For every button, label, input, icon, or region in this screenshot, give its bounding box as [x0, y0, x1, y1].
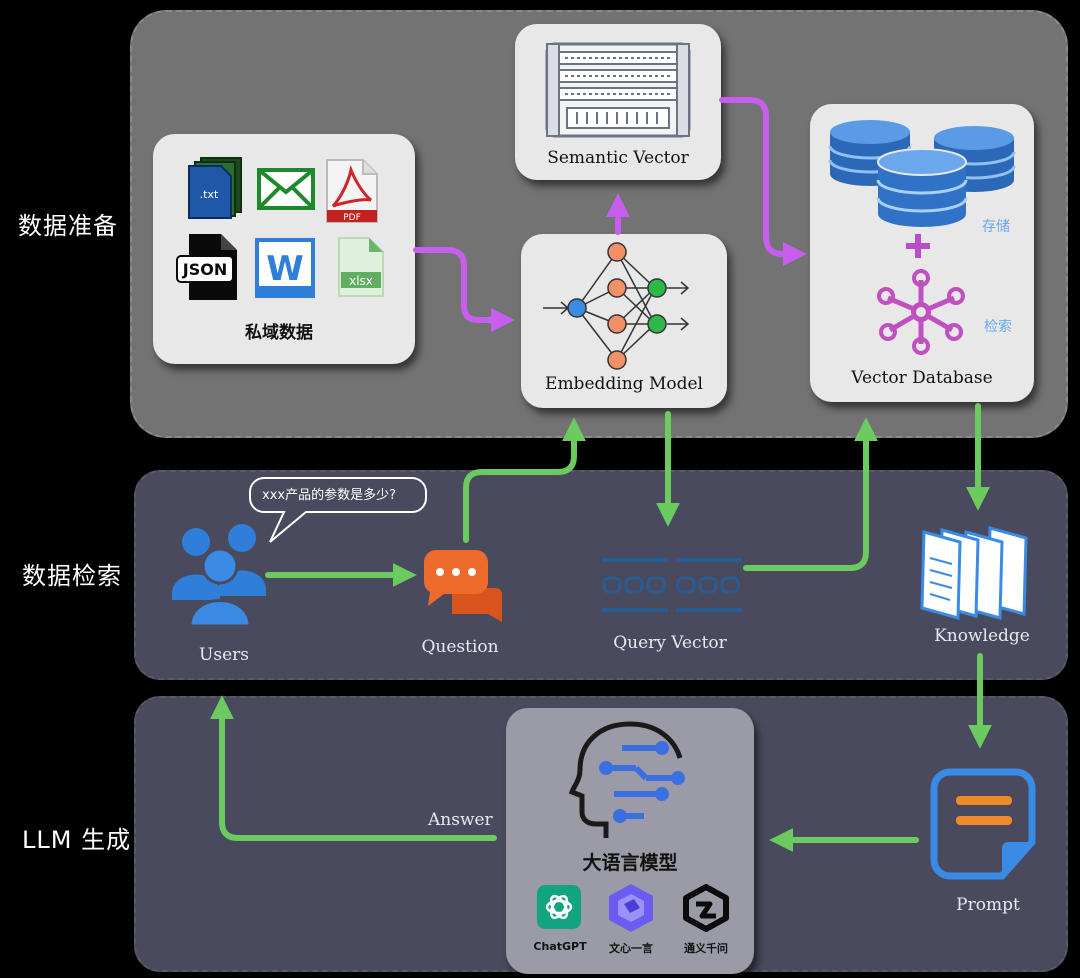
- llm-model-chatgpt: ChatGPT: [533, 940, 587, 953]
- query-vector-icon: [602, 558, 742, 612]
- svg-text:JSON: JSON: [182, 260, 227, 279]
- arrow-llm-to-users: [210, 695, 497, 841]
- svg-text:W: W: [266, 249, 304, 289]
- arrow-semantic-to-database: [719, 97, 807, 266]
- private-data-card: .txt PDF JSON W: [153, 134, 415, 364]
- stage-label-retrieval: 数据检索: [22, 562, 122, 590]
- tongyi-logo-icon: [683, 884, 729, 932]
- json-file-icon: JSON: [176, 234, 237, 300]
- users-label: Users: [199, 645, 249, 665]
- xlsx-file-icon: xlsx: [338, 237, 384, 297]
- neural-network-icon: [543, 242, 690, 370]
- svg-text:PDF: PDF: [343, 213, 361, 223]
- stage-label-preparation: 数据准备: [18, 212, 118, 240]
- llm-label: 大语言模型: [582, 852, 678, 874]
- knowledge-docs-icon: [920, 526, 1028, 620]
- users-icon: [172, 524, 266, 628]
- txt-file-icon: .txt: [188, 157, 242, 219]
- answer-label: Answer: [428, 810, 493, 830]
- query-vector-label: Query Vector: [613, 633, 727, 653]
- llm-model-tongyi: 通义千问: [684, 942, 728, 955]
- stage-label-generation: LLM 生成: [22, 826, 132, 854]
- arrow-private-to-embedding: [413, 247, 515, 332]
- semantic-vector-label: Semantic Vector: [547, 148, 689, 168]
- private-data-label: 私域数据: [245, 323, 313, 343]
- speech-bubble: [249, 477, 427, 543]
- vector-database-label: Vector Database: [851, 368, 993, 388]
- embedding-model-label: Embedding Model: [545, 374, 703, 394]
- prompt-label: Prompt: [956, 895, 1020, 915]
- svg-text:xlsx: xlsx: [349, 274, 373, 288]
- prompt-icon: [930, 768, 1036, 880]
- knowledge-label: Knowledge: [934, 626, 1030, 646]
- wenxin-logo-icon: [609, 884, 653, 932]
- vector-rack-icon: [545, 42, 691, 138]
- arrow-question-to-embedding: [463, 417, 586, 543]
- llm-card: 大语言模型 ChatGPT 文心一言 通义千问: [506, 708, 754, 974]
- pdf-file-icon: PDF: [326, 159, 378, 223]
- retrieval-graph-icon: [877, 269, 965, 355]
- llm-model-wenxin: 文心一言: [609, 942, 653, 955]
- retrieve-note: 检索: [984, 319, 1012, 335]
- plus-icon: [906, 234, 930, 258]
- semantic-vector-card: Semantic Vector: [515, 24, 721, 180]
- chatgpt-logo-icon: [537, 885, 581, 929]
- user-question-text: xxx产品的参数是多少?: [262, 488, 396, 503]
- store-note: 存储: [982, 219, 1010, 235]
- email-icon: [257, 168, 315, 210]
- vector-database-card: 存储 检索 Vector Database: [810, 104, 1034, 402]
- svg-text:.txt: .txt: [200, 188, 219, 201]
- db-cylinder-center: [876, 148, 968, 227]
- arrow-query-to-database: [743, 417, 878, 571]
- word-file-icon: W: [255, 238, 315, 298]
- database-icon: [828, 120, 1016, 227]
- ai-head-icon: [568, 721, 685, 838]
- question-chat-icon: [424, 550, 502, 622]
- question-label: Question: [421, 637, 499, 657]
- embedding-model-card: Embedding Model: [521, 234, 727, 408]
